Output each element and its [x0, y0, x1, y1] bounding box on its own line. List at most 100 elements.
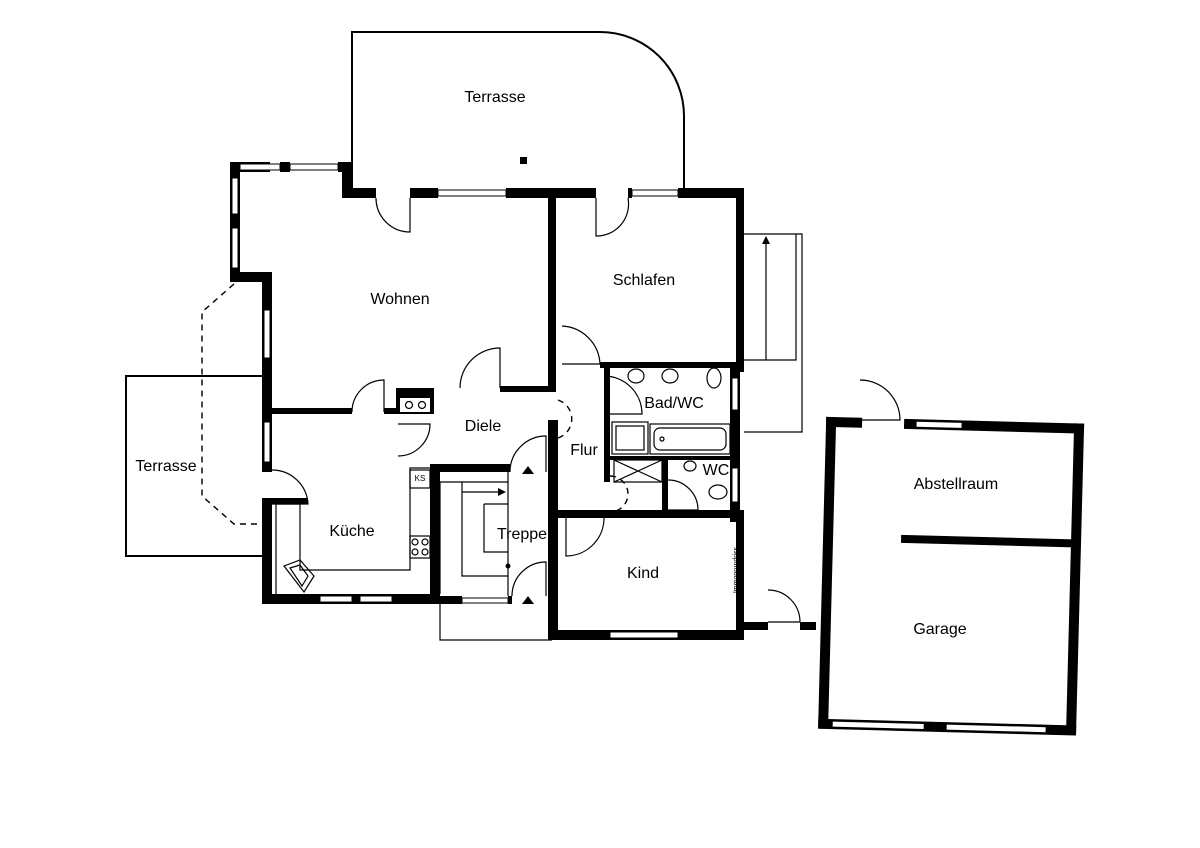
wall — [430, 464, 440, 604]
sliding-door-arc — [609, 475, 629, 513]
bathtub-inner — [653, 427, 727, 451]
door-swing — [511, 561, 547, 597]
wall — [818, 416, 837, 728]
garage-building — [818, 416, 1085, 736]
entrance-step — [439, 604, 552, 641]
entrance-arrow — [522, 596, 534, 604]
door-swing — [859, 379, 901, 421]
sink — [661, 368, 679, 384]
window — [263, 309, 271, 359]
wall — [662, 456, 668, 516]
wall — [628, 188, 632, 198]
fridge — [409, 469, 431, 489]
room-label-wc: WC — [703, 462, 730, 479]
wall — [604, 456, 736, 460]
wall — [262, 408, 352, 414]
window — [731, 377, 739, 411]
stair-arrow-head — [498, 488, 506, 496]
window — [263, 421, 271, 463]
wall — [342, 162, 352, 198]
entrance-arrow — [522, 466, 534, 474]
room-label-kind: Kind — [627, 565, 659, 582]
bathtub — [649, 423, 731, 455]
wall — [548, 188, 556, 390]
wall — [410, 188, 438, 198]
garage-door — [831, 720, 925, 731]
shower-tray — [613, 459, 663, 483]
wall — [280, 162, 290, 172]
kitchen-counter — [275, 467, 430, 594]
room-label-abstellraum: Abstellraum — [914, 476, 998, 493]
door-swing — [603, 375, 643, 415]
wc-sink — [683, 460, 697, 472]
window — [359, 595, 393, 603]
room-label-diele: Diele — [465, 418, 502, 435]
wall — [508, 596, 512, 604]
toilet — [706, 367, 722, 389]
toilet — [708, 484, 728, 500]
stove-burner — [421, 538, 429, 546]
door-swing — [509, 435, 547, 473]
terrace-top-marker — [520, 157, 527, 164]
door-swing — [667, 479, 699, 511]
window — [609, 631, 679, 639]
balcony-outline — [744, 233, 803, 433]
stove-burner — [417, 400, 427, 410]
window — [289, 163, 339, 171]
door-swing — [561, 325, 601, 365]
shower-inner — [615, 425, 645, 451]
wall — [384, 408, 398, 414]
shower-tray-cross — [613, 459, 663, 483]
wall — [548, 420, 558, 640]
room-label-terrasse-left: Terrasse — [135, 458, 196, 475]
terrace-top-outline — [351, 31, 685, 188]
stove-burner — [404, 400, 414, 410]
stove-burner — [411, 538, 419, 546]
window — [461, 597, 509, 604]
sliding-door-arc — [557, 399, 573, 439]
wall — [900, 534, 1074, 548]
door-swing — [767, 589, 801, 623]
room-label-kueche: Küche — [329, 523, 374, 540]
wall — [558, 510, 744, 518]
wall — [678, 188, 744, 198]
terrace-left-outline — [125, 375, 262, 557]
garage-door — [945, 723, 1047, 734]
window — [239, 163, 281, 171]
sink — [627, 368, 645, 384]
door-swing — [351, 379, 385, 413]
kitchen-sink — [283, 559, 315, 594]
door-swing — [375, 197, 411, 233]
wall — [500, 386, 556, 392]
room-label-bad-wc: Bad/WC — [644, 395, 704, 412]
wall — [730, 362, 740, 522]
shower — [611, 421, 649, 455]
wall — [604, 362, 610, 482]
tub-drain — [659, 436, 665, 442]
room-label-schlafen: Schlafen — [613, 272, 675, 289]
room-label-wohnen: Wohnen — [370, 291, 429, 308]
window — [915, 420, 963, 429]
wall — [338, 162, 352, 172]
stove-burner — [411, 548, 419, 556]
fridge-label: KS — [415, 474, 426, 483]
window — [731, 467, 739, 503]
wall — [744, 622, 768, 630]
room-label-garage: Garage — [913, 621, 966, 638]
window — [231, 177, 239, 215]
stair-outline — [439, 481, 508, 594]
wall — [430, 596, 462, 604]
door-swing — [397, 423, 431, 457]
kitchen-sink-basin — [289, 564, 309, 588]
wall — [736, 188, 744, 372]
door-swing — [595, 197, 630, 237]
room-label-terrasse-top: Terrasse — [464, 89, 525, 106]
wall — [800, 622, 816, 630]
wall — [430, 464, 510, 472]
roof-overhang-dashed — [201, 283, 262, 525]
stove-burner — [421, 548, 429, 556]
watermark: Immogrundriss — [733, 546, 740, 593]
wall — [600, 362, 744, 368]
window — [231, 227, 239, 269]
window — [631, 189, 679, 197]
